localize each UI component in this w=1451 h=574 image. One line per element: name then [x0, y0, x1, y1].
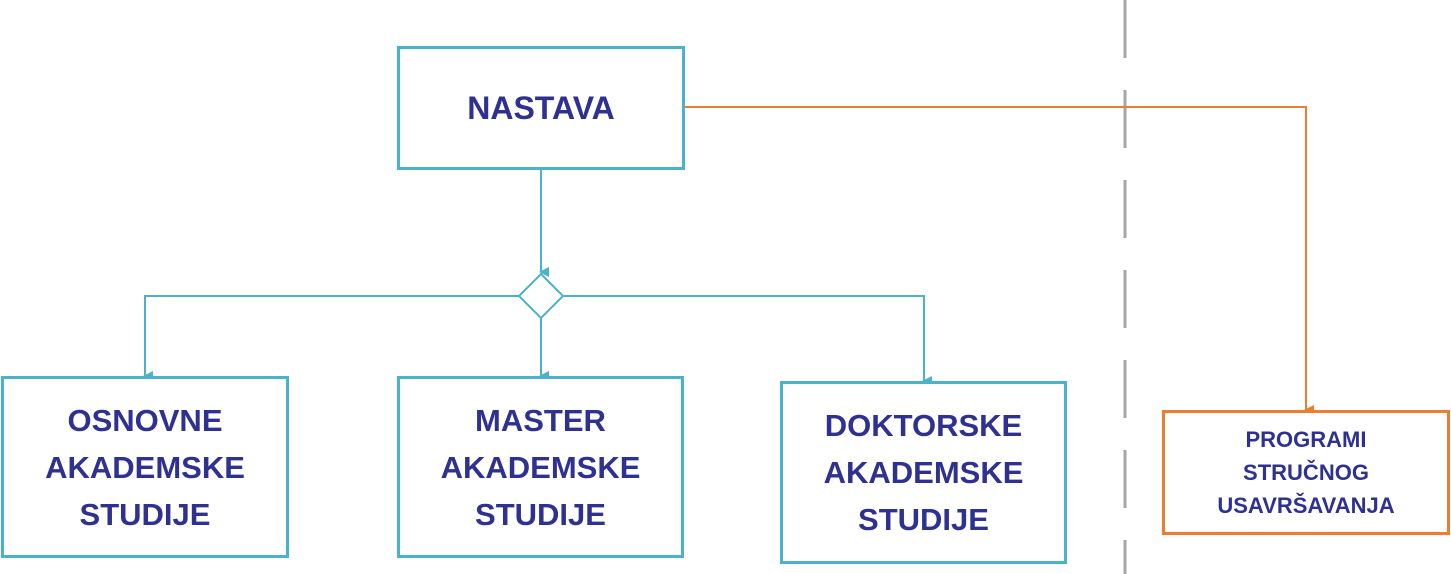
connector-to-doktorske — [563, 295, 932, 386]
decision-diamond — [517, 272, 565, 320]
node-programi-label: PROGRAMI STRUČNOG USAVRŠAVANJA — [1217, 427, 1395, 518]
node-osnovne-akademske-studije: OSNOVNE AKADEMSKE STUDIJE — [1, 376, 289, 558]
node-doktorske-akademske-studije: DOKTORSKE AKADEMSKE STUDIJE — [780, 381, 1067, 564]
connector-to-osnovne — [143, 295, 519, 381]
node-nastava-label: NASTAVA — [467, 89, 615, 126]
node-nastava: NASTAVA — [397, 46, 685, 170]
node-programi-strucnog-usavrsavanja: PROGRAMI STRUČNOG USAVRŠAVANJA — [1162, 410, 1450, 535]
node-master-label: MASTER AKADEMSKE STUDIJE — [440, 402, 641, 532]
connector-to-programi — [683, 106, 1314, 415]
node-doktorske-label: DOKTORSKE AKADEMSKE STUDIJE — [823, 408, 1024, 537]
node-master-akademske-studije: MASTER AKADEMSKE STUDIJE — [397, 376, 684, 558]
node-osnovne-label: OSNOVNE AKADEMSKE STUDIJE — [45, 402, 245, 532]
